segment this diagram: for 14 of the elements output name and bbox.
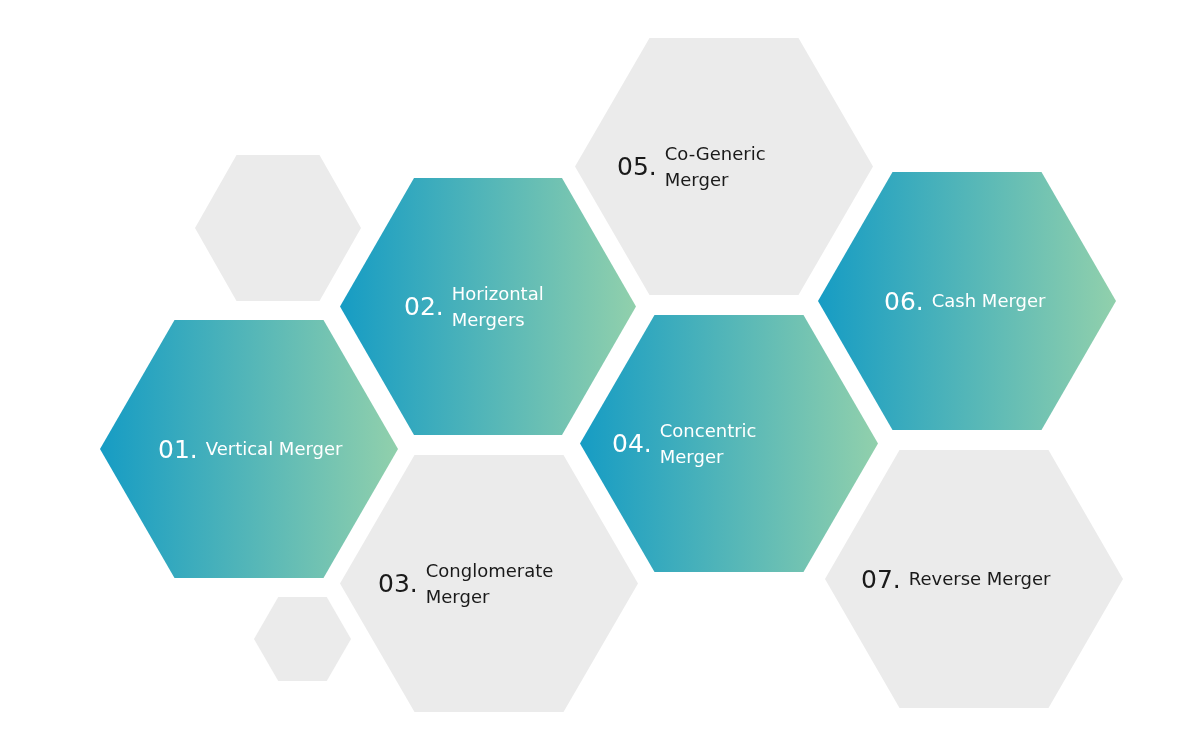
- step-label: Cash Merger: [931, 289, 1047, 313]
- step-label: Co-Generic Merger: [664, 141, 767, 192]
- step-label: Conglomerate Merger: [425, 558, 555, 609]
- step-number: 07.: [861, 564, 901, 594]
- step-label: Horizontal Mergers: [451, 281, 545, 332]
- step-label: Reverse Merger: [908, 567, 1052, 591]
- step-number: 02.: [404, 292, 444, 321]
- step-number: 01.: [158, 434, 198, 464]
- step-label: Vertical Merger: [205, 437, 344, 461]
- step-number: 03.: [378, 569, 418, 598]
- step-label: Concentric Merger: [659, 418, 758, 469]
- step-number: 04.: [612, 429, 652, 458]
- step-number: 05.: [617, 152, 657, 181]
- step-number: 06.: [884, 286, 924, 316]
